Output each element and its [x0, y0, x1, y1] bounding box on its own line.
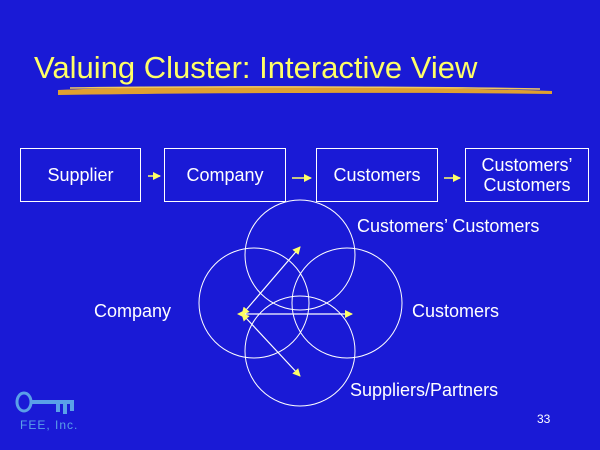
circle-top: [244, 199, 356, 311]
key-logo-icon: [15, 391, 74, 414]
flow-box-label: Customers’ Customers: [481, 155, 573, 195]
circle-bottom: [244, 295, 356, 407]
page-number: 33: [537, 412, 551, 426]
flow-box-supplier: Supplier: [20, 148, 141, 202]
flow-box-label: Company: [186, 165, 264, 185]
flow-box-label: Customers: [333, 165, 421, 185]
flow-box-company: Company: [164, 148, 286, 202]
circle-label-right: Customers: [412, 301, 500, 321]
logo-text: FEE, Inc.: [20, 418, 79, 432]
flow-box-customers-customers: Customers’ Customers: [465, 148, 589, 202]
title-underline: [58, 86, 552, 95]
circle-label-left: Company: [94, 301, 172, 321]
flow-box-label: Supplier: [47, 165, 114, 185]
arrow-company-to-top: [241, 246, 301, 316]
flow-box-customers: Customers: [316, 148, 438, 202]
slide-title: Valuing Cluster: Interactive View: [34, 50, 478, 85]
circle-label-bottom: Suppliers/Partners: [350, 380, 499, 400]
arrow-company-to-bottom: [241, 312, 301, 377]
circle-label-top: Customers’ Customers: [357, 216, 540, 236]
